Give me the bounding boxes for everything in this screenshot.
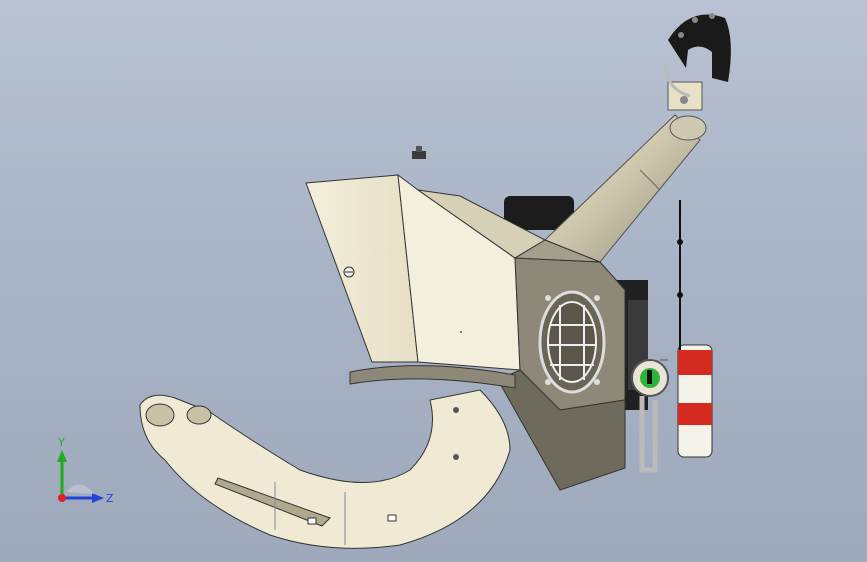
support-shelf[interactable] (349, 365, 516, 389)
curved-handle-arm[interactable] (139, 389, 511, 549)
x-axis-dot (58, 494, 66, 502)
y-axis-label: Y (57, 436, 65, 449)
reference-point (460, 331, 462, 333)
rotation-arc (66, 484, 94, 494)
z-axis-arrowhead (92, 493, 104, 503)
top-clamp-assembly[interactable] (662, 13, 731, 111)
red-cartridge[interactable] (677, 200, 713, 458)
extension-tube[interactable] (544, 114, 707, 263)
loose-screw-part[interactable] (412, 146, 426, 159)
orientation-triad[interactable]: Y Z (40, 436, 130, 516)
z-axis-label: Z (106, 492, 114, 505)
pressure-gauge[interactable] (631, 359, 669, 473)
y-axis-arrowhead (57, 450, 67, 462)
vent-grille[interactable] (538, 290, 606, 394)
